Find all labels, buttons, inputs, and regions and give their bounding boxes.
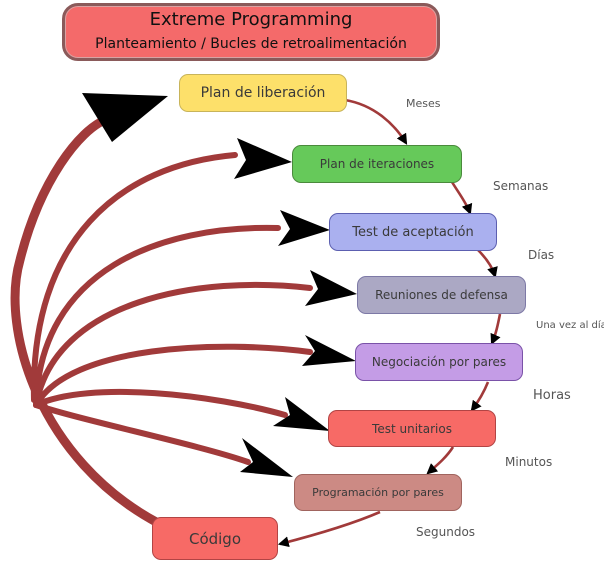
step-pair-programming: Programación por pares [294, 474, 462, 511]
feedback-curve-release-plan [10, 115, 163, 528]
interval-label-days: Días [528, 248, 555, 262]
step-label: Negociación por pares [371, 355, 507, 369]
interval-label-weeks: Semanas [493, 179, 549, 193]
step-label: Plan de iteraciones [319, 157, 435, 171]
arrowhead-acceptance-test [278, 210, 330, 246]
step-label: Reuniones de defensa [375, 288, 508, 302]
step-label: Test unitarios [372, 421, 452, 436]
feedback-curve-pair-negotiation [33, 343, 313, 408]
arrowhead-release-plan [82, 93, 168, 142]
arrowhead-unit-test [273, 397, 330, 431]
connector-standup-to-negotiation [490, 313, 502, 345]
diagram-title: Extreme Programming [149, 9, 353, 30]
arrowhead-iteration-plan [234, 138, 292, 179]
arrowhead-pair-programming [240, 438, 293, 477]
connector-unittest-to-pairprog [426, 446, 455, 475]
connector-iteration-to-acceptance [450, 181, 473, 216]
interval-label-daily: Una vez al día [536, 320, 604, 331]
step-standup-meeting: Reuniones de defensa [357, 276, 526, 314]
step-label: Programación por pares [312, 486, 444, 499]
connector-acceptance-to-standup [477, 249, 498, 279]
step-label: Código [188, 529, 242, 548]
interval-label-months: Meses [406, 97, 441, 110]
feedback-curves [10, 115, 313, 528]
step-label: Test de aceptación [352, 224, 474, 240]
step-label: Plan de liberación [200, 85, 326, 101]
diagram-subtitle: Planteamiento / Bucles de retroalimentac… [95, 36, 407, 52]
step-iteration-plan: Plan de iteraciones [292, 145, 462, 183]
arrowhead-standup [305, 270, 357, 306]
step-code: Código [152, 517, 278, 560]
feedback-curve-iteration-plan [30, 152, 238, 403]
connector-pairprog-to-code [277, 510, 381, 548]
step-connectors [277, 98, 502, 548]
feedback-curve-pair-programming [33, 402, 251, 465]
step-pair-negotiation: Negociación por pares [355, 343, 523, 381]
interval-label-seconds: Segundos [416, 525, 476, 539]
connector-negotiation-to-unittest [470, 381, 490, 412]
feedback-curve-standup [33, 281, 313, 408]
step-release-plan: Plan de liberación [179, 74, 347, 112]
step-acceptance-test: Test de aceptación [329, 213, 497, 251]
connector-release-to-iteration [344, 98, 408, 145]
interval-label-minutes: Minutos [505, 455, 553, 469]
step-unit-test: Test unitarios [328, 410, 496, 447]
feedback-curve-acceptance-test [33, 224, 281, 408]
feedback-arrowheads [82, 93, 357, 477]
interval-label-hours: Horas [533, 388, 571, 403]
diagram-title-box: Extreme Programming Planteamiento / Bucl… [62, 3, 440, 61]
feedback-curve-unit-test [33, 388, 288, 418]
arrowhead-pair-negotiation [302, 335, 356, 366]
